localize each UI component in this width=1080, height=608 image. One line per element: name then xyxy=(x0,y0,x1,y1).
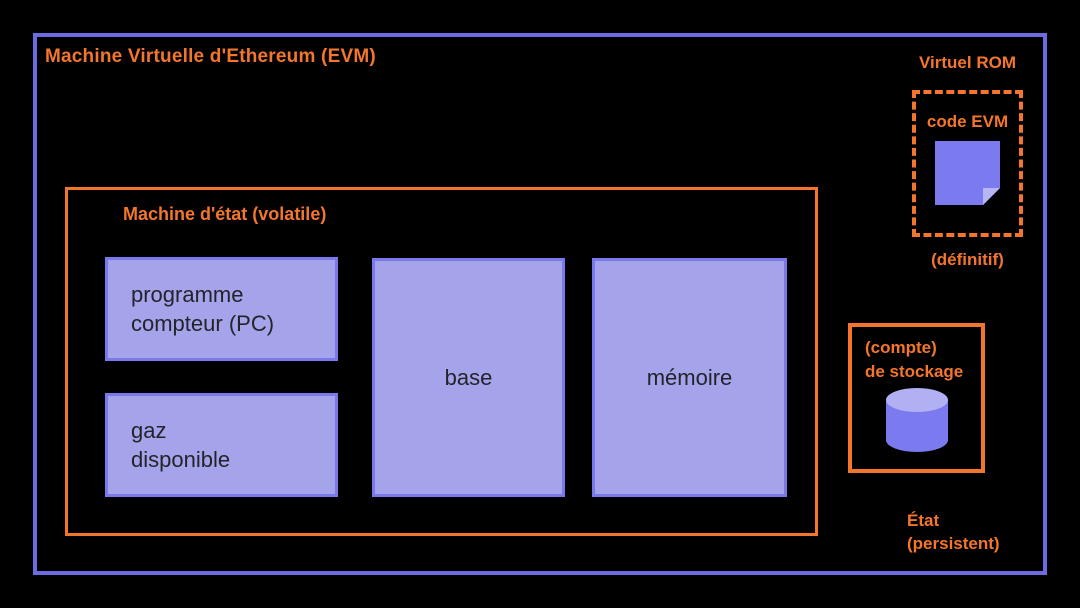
account-storage-label-line1: (compte) xyxy=(865,338,937,357)
database-cylinder-icon xyxy=(885,388,948,452)
state-machine-title: Machine d'état (volatile) xyxy=(123,204,327,224)
memory-label: mémoire xyxy=(646,365,733,390)
account-storage-box: (compte) de stockage xyxy=(848,323,985,473)
program-counter-label-line1: programme xyxy=(131,282,244,307)
virtual-rom-title: Virtuel ROM xyxy=(919,53,1016,72)
stack-box: base xyxy=(372,258,565,497)
gas-label-line1: gaz xyxy=(131,418,167,443)
memory-box: mémoire xyxy=(592,258,787,497)
virtual-rom-box: code EVM xyxy=(912,90,1023,237)
persistent-state-caption: État (persistent) xyxy=(907,509,1000,555)
gas-label-line2: disponible xyxy=(131,447,231,472)
evm-container: Machine Virtuelle d'Ethereum (EVM) Machi… xyxy=(33,33,1047,575)
persistent-state-line1: État xyxy=(907,511,940,530)
persistent-state-line2: (persistent) xyxy=(907,534,1000,553)
program-counter-box: programme compteur (PC) xyxy=(105,257,338,361)
program-counter-label-line2: compteur (PC) xyxy=(131,311,275,336)
account-storage-label: (compte) de stockage xyxy=(865,336,981,384)
rom-caption: (définitif) xyxy=(931,250,1004,269)
sticky-note-icon xyxy=(935,141,1000,205)
state-machine-container: Machine d'état (volatile) programme comp… xyxy=(65,187,818,536)
stack-label: base xyxy=(444,365,493,390)
evm-title: Machine Virtuelle d'Ethereum (EVM) xyxy=(45,46,376,67)
account-storage-label-line2: de stockage xyxy=(865,362,964,381)
gas-available-box: gaz disponible xyxy=(105,393,338,497)
evm-code-label: code EVM xyxy=(926,112,1009,131)
